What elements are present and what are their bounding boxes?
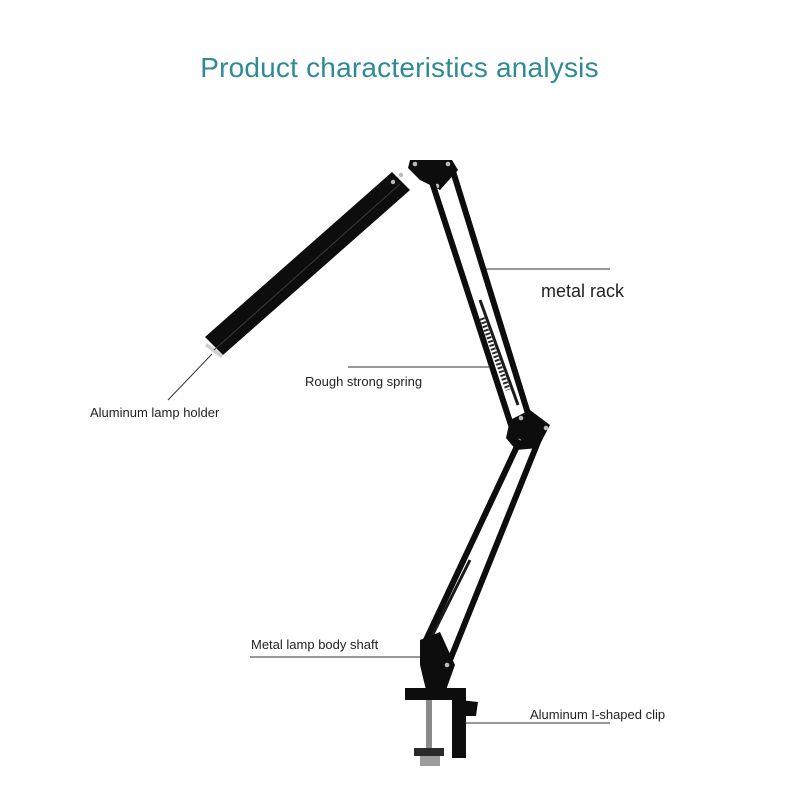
elbow-joint — [506, 410, 550, 450]
callout-body-shaft: Metal lamp body shaft — [251, 637, 379, 652]
lower-arm — [423, 430, 545, 667]
callout-spring: Rough strong spring — [305, 374, 423, 389]
spring — [479, 317, 511, 391]
lamp-head — [205, 172, 410, 358]
leader-holder — [167, 353, 213, 401]
callout-lamp-holder: Aluminum lamp holder — [90, 405, 220, 420]
callout-metal-rack: metal rack — [541, 281, 625, 301]
leader-lines — [167, 268, 610, 724]
page-title: Product characteristics analysis — [200, 52, 599, 83]
upper-arm-rack — [427, 167, 533, 429]
callout-clip: Aluminum I-shaped clip — [530, 707, 666, 722]
lamp-body-shaft — [420, 632, 455, 690]
clamp — [405, 688, 478, 766]
